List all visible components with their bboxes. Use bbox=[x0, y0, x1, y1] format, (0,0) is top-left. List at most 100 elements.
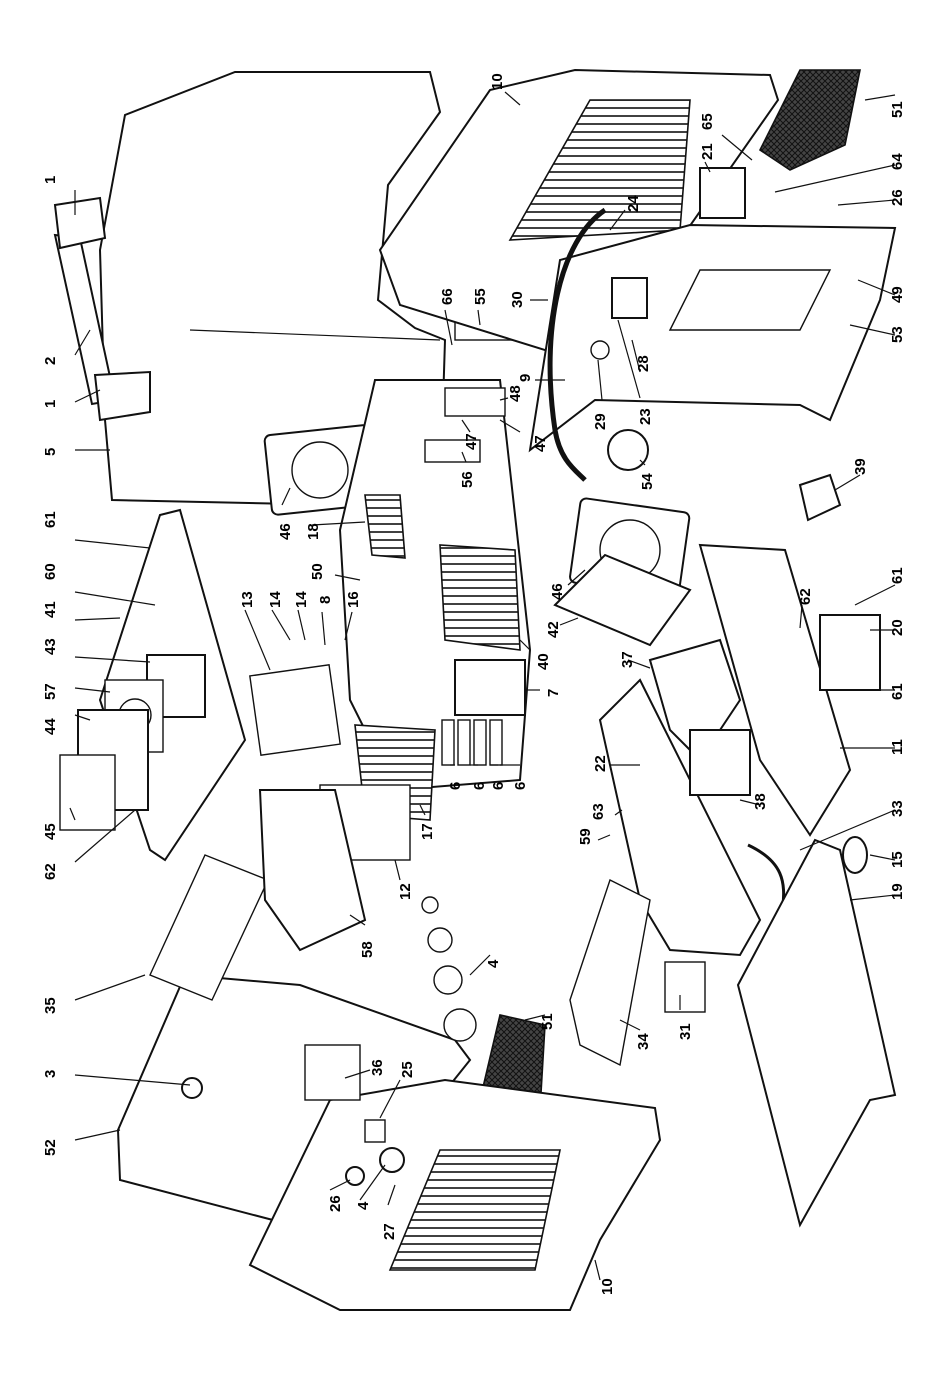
svg-text:41: 41 bbox=[42, 601, 59, 618]
svg-text:62: 62 bbox=[42, 863, 59, 880]
svg-text:6: 6 bbox=[512, 782, 529, 790]
svg-text:17: 17 bbox=[419, 823, 436, 840]
svg-text:47: 47 bbox=[532, 435, 549, 452]
svg-text:26: 26 bbox=[889, 189, 906, 206]
svg-text:65: 65 bbox=[699, 113, 716, 130]
svg-text:46: 46 bbox=[549, 583, 566, 600]
handle-bracket-bottom bbox=[95, 372, 150, 420]
svg-text:49: 49 bbox=[889, 286, 906, 303]
svg-text:6: 6 bbox=[471, 782, 488, 790]
transformer-38 bbox=[690, 730, 750, 795]
svg-text:18: 18 bbox=[305, 523, 322, 540]
capacitor-6c bbox=[474, 720, 486, 765]
svg-text:46: 46 bbox=[277, 523, 294, 540]
gland-4b bbox=[428, 928, 452, 952]
svg-text:23: 23 bbox=[637, 408, 654, 425]
svg-text:43: 43 bbox=[42, 638, 59, 655]
svg-text:6: 6 bbox=[490, 782, 507, 790]
label-36 bbox=[305, 1045, 360, 1100]
svg-text:9: 9 bbox=[517, 374, 534, 382]
callout: 61 bbox=[855, 567, 906, 605]
svg-text:11: 11 bbox=[889, 739, 906, 755]
svg-text:51: 51 bbox=[539, 1013, 556, 1030]
svg-text:28: 28 bbox=[635, 355, 652, 372]
svg-text:57: 57 bbox=[42, 683, 59, 700]
svg-text:47: 47 bbox=[463, 433, 480, 450]
heatsink-40 bbox=[440, 545, 520, 650]
callout: 8 bbox=[317, 596, 334, 645]
svg-text:44: 44 bbox=[42, 718, 59, 735]
callout: 63 bbox=[590, 803, 622, 820]
svg-text:7: 7 bbox=[545, 689, 562, 697]
svg-text:36: 36 bbox=[369, 1059, 386, 1076]
rear-panel-53 bbox=[530, 225, 895, 450]
svg-text:21: 21 bbox=[699, 143, 716, 160]
svg-text:61: 61 bbox=[42, 511, 59, 528]
svg-text:61: 61 bbox=[889, 683, 906, 700]
svg-text:13: 13 bbox=[239, 591, 256, 608]
svg-text:55: 55 bbox=[472, 288, 489, 305]
fan-top-hub bbox=[292, 442, 348, 498]
callout: 14 bbox=[267, 591, 290, 640]
bracket-7 bbox=[455, 660, 525, 715]
heatsink-18 bbox=[365, 495, 405, 558]
svg-text:61: 61 bbox=[889, 567, 906, 584]
svg-text:51: 51 bbox=[889, 101, 906, 118]
svg-text:34: 34 bbox=[635, 1033, 652, 1050]
handle-bracket-top bbox=[55, 198, 105, 248]
svg-text:16: 16 bbox=[345, 591, 362, 608]
svg-text:10: 10 bbox=[489, 73, 506, 90]
callout: 11 bbox=[840, 739, 906, 755]
svg-text:22: 22 bbox=[592, 755, 609, 772]
svg-text:50: 50 bbox=[309, 563, 326, 580]
callout: 10 bbox=[595, 1260, 616, 1295]
socket-26 bbox=[346, 1167, 364, 1185]
gland-4a bbox=[422, 897, 438, 913]
svg-text:48: 48 bbox=[507, 385, 524, 402]
bracket-20 bbox=[820, 615, 880, 690]
svg-text:26: 26 bbox=[327, 1195, 344, 1212]
svg-text:62: 62 bbox=[797, 588, 814, 605]
callout: 41 bbox=[42, 601, 120, 620]
callout: 13 bbox=[239, 591, 270, 670]
svg-text:52: 52 bbox=[42, 1139, 59, 1156]
callout: 5 bbox=[42, 448, 110, 456]
socket-4 bbox=[380, 1148, 404, 1172]
svg-text:5: 5 bbox=[42, 448, 59, 456]
svg-text:27: 27 bbox=[381, 1223, 398, 1240]
callout: 35 bbox=[42, 975, 145, 1014]
callout: 14 bbox=[293, 591, 310, 640]
foot-15 bbox=[843, 837, 867, 873]
svg-text:19: 19 bbox=[889, 883, 906, 900]
bracket-31 bbox=[665, 962, 705, 1012]
svg-text:38: 38 bbox=[752, 793, 769, 810]
callout: 26 bbox=[838, 189, 906, 206]
callout: 4 bbox=[470, 955, 502, 975]
svg-text:6: 6 bbox=[447, 782, 464, 790]
svg-text:33: 33 bbox=[889, 800, 906, 817]
parts-layer bbox=[55, 70, 895, 1310]
connector-25 bbox=[365, 1120, 385, 1142]
clamp-39 bbox=[800, 475, 840, 520]
callout: 51 bbox=[865, 95, 906, 118]
svg-text:60: 60 bbox=[42, 563, 59, 580]
callout: 61 bbox=[42, 511, 150, 548]
svg-text:56: 56 bbox=[459, 471, 476, 488]
svg-text:1: 1 bbox=[42, 400, 59, 408]
svg-text:45: 45 bbox=[42, 823, 59, 840]
board-13 bbox=[250, 665, 340, 755]
gland-4c bbox=[434, 966, 462, 994]
capacitor-6b bbox=[458, 720, 470, 765]
svg-text:4: 4 bbox=[355, 1201, 372, 1210]
svg-text:2: 2 bbox=[42, 357, 59, 365]
svg-text:31: 31 bbox=[677, 1023, 694, 1040]
svg-text:39: 39 bbox=[852, 458, 869, 475]
callout: 39 bbox=[835, 458, 869, 490]
coil-54 bbox=[608, 430, 648, 470]
svg-text:4: 4 bbox=[485, 959, 502, 968]
switch-21 bbox=[700, 168, 745, 218]
svg-text:20: 20 bbox=[889, 619, 906, 636]
svg-text:3: 3 bbox=[42, 1070, 59, 1078]
svg-text:30: 30 bbox=[509, 291, 526, 308]
